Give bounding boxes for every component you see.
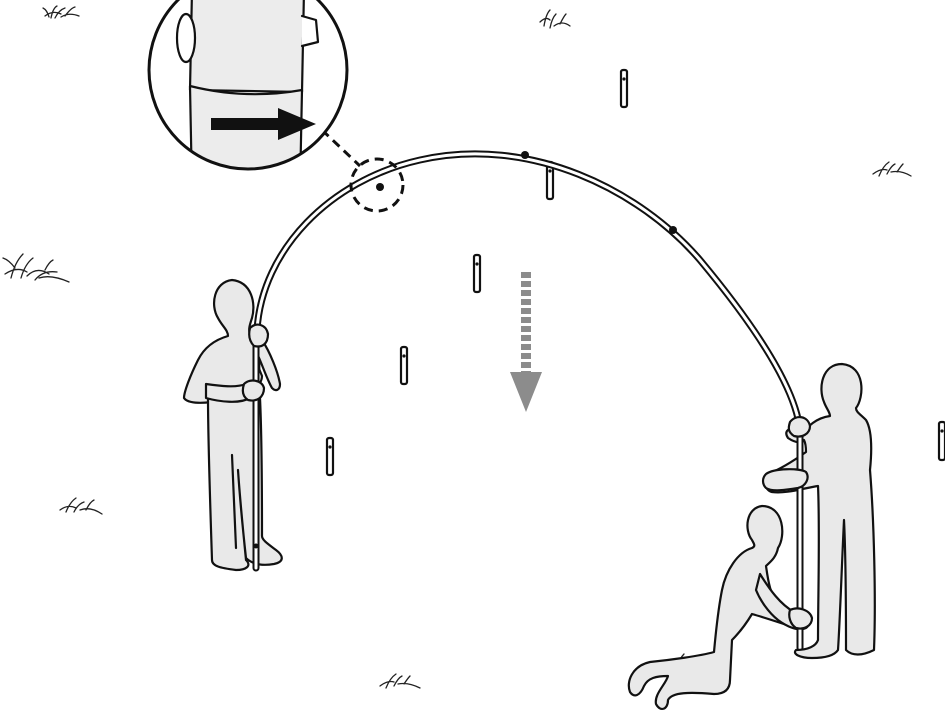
grass-tuft-icon bbox=[379, 673, 421, 689]
pole-joint-icon bbox=[376, 183, 384, 191]
person-standing-icon bbox=[182, 278, 283, 572]
pole-end-left bbox=[252, 330, 260, 568]
push-arrow-icon bbox=[211, 108, 316, 140]
pole-joint-icon bbox=[669, 226, 677, 234]
focus-circle bbox=[320, 128, 405, 213]
ground-stake-icon bbox=[325, 436, 335, 477]
ground-stake-icon bbox=[619, 68, 629, 109]
person-kneeling-icon bbox=[627, 504, 810, 710]
ground-stake-icon bbox=[937, 420, 945, 462]
hand-right-upper bbox=[787, 416, 812, 438]
grass-tuft-icon bbox=[539, 9, 571, 29]
person-standing-icon bbox=[763, 362, 876, 660]
ground-stake-icon bbox=[399, 345, 409, 386]
hand-kneeling bbox=[788, 607, 814, 630]
ground-stake-icon bbox=[472, 253, 482, 294]
tent-pole-arc bbox=[252, 150, 804, 652]
pole-joint-icon bbox=[521, 151, 529, 159]
grass-tuft-icon bbox=[42, 5, 80, 19]
grass-tuft-icon bbox=[2, 253, 70, 283]
magnifier-callout bbox=[147, 0, 349, 171]
hand-left-upper bbox=[248, 323, 270, 348]
hand-right-lower bbox=[761, 468, 809, 492]
grass-tuft-icon bbox=[872, 161, 912, 177]
hand-left-lower bbox=[241, 379, 266, 402]
grass-tuft-icon bbox=[59, 497, 103, 515]
down-arrow-icon bbox=[510, 272, 542, 412]
